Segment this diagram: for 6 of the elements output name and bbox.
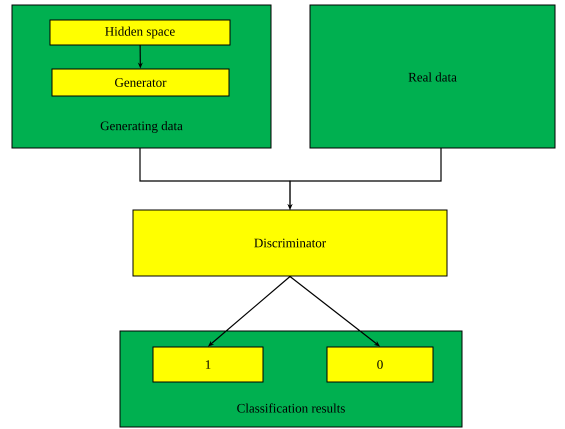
label-box: Generator <box>52 68 230 96</box>
label-box: Discriminator <box>132 210 448 276</box>
label-box: 0 <box>326 346 434 382</box>
label-box: 1 <box>152 346 264 382</box>
label-box: Hidden space <box>50 20 230 46</box>
panel: Real data <box>310 4 556 148</box>
